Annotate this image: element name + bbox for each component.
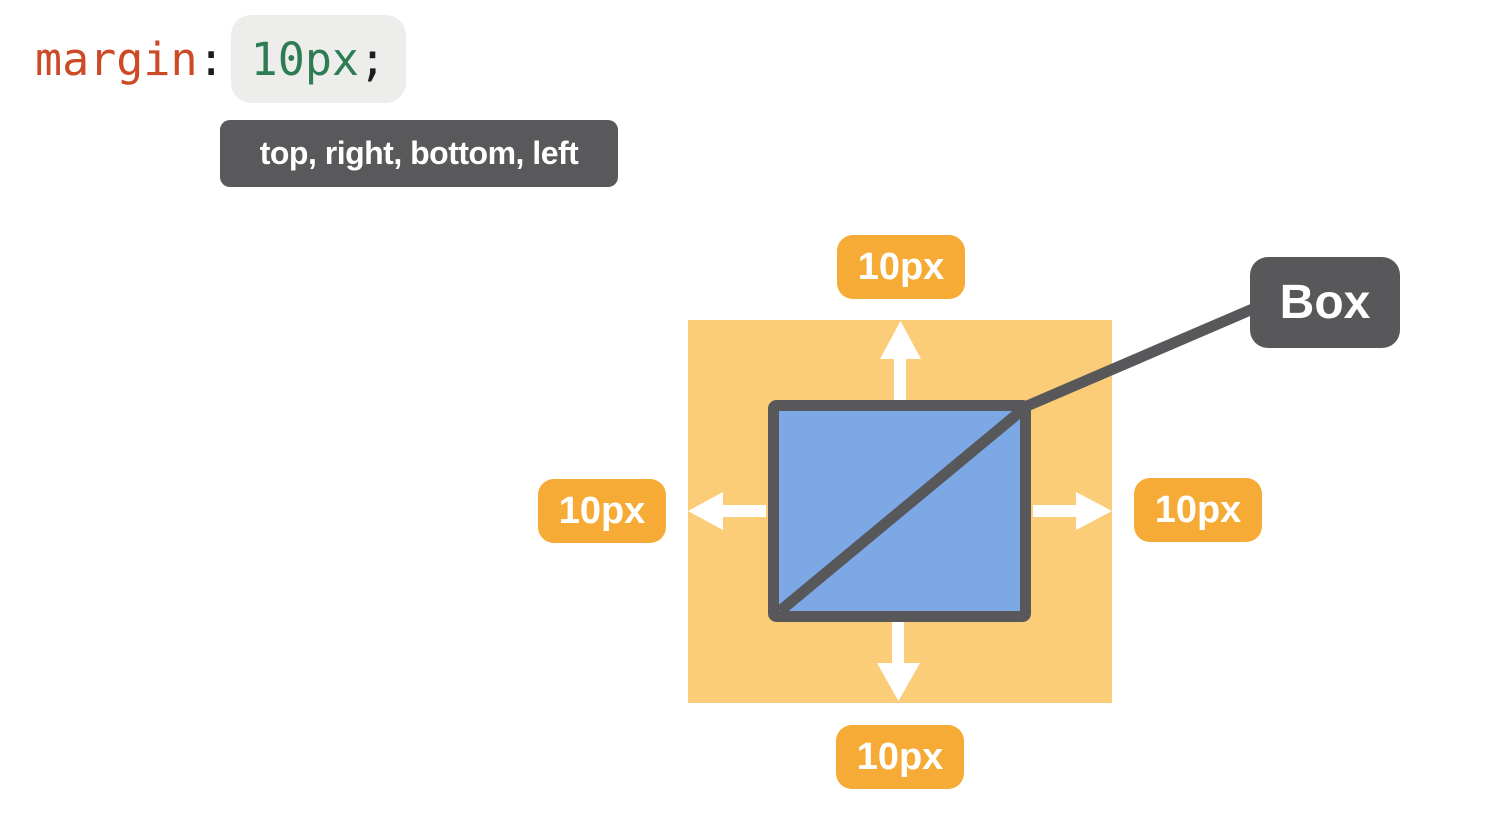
css-value: 10px	[250, 32, 360, 86]
css-value-chip: 10px;	[230, 15, 407, 103]
css-colon: :	[197, 32, 225, 86]
margin-arrow-right-icon	[1033, 492, 1112, 530]
css-semicolon: ;	[359, 32, 387, 86]
shorthand-order-tooltip: top, right, bottom, left	[220, 120, 618, 187]
margin-right-label: 10px	[1134, 478, 1262, 542]
box-callout-line	[776, 302, 1258, 616]
margin-bottom-label: 10px	[836, 725, 964, 789]
margin-arrow-up-icon	[880, 321, 921, 404]
margin-top-label: 10px	[837, 235, 965, 299]
box-callout-label: Box	[1250, 257, 1400, 348]
css-property-name: margin	[35, 32, 198, 86]
margin-left-label: 10px	[538, 479, 666, 543]
margin-arrow-left-icon	[688, 492, 766, 530]
css-code-snippet: margin: 10px;	[35, 15, 407, 103]
margin-arrow-down-icon	[877, 618, 920, 701]
